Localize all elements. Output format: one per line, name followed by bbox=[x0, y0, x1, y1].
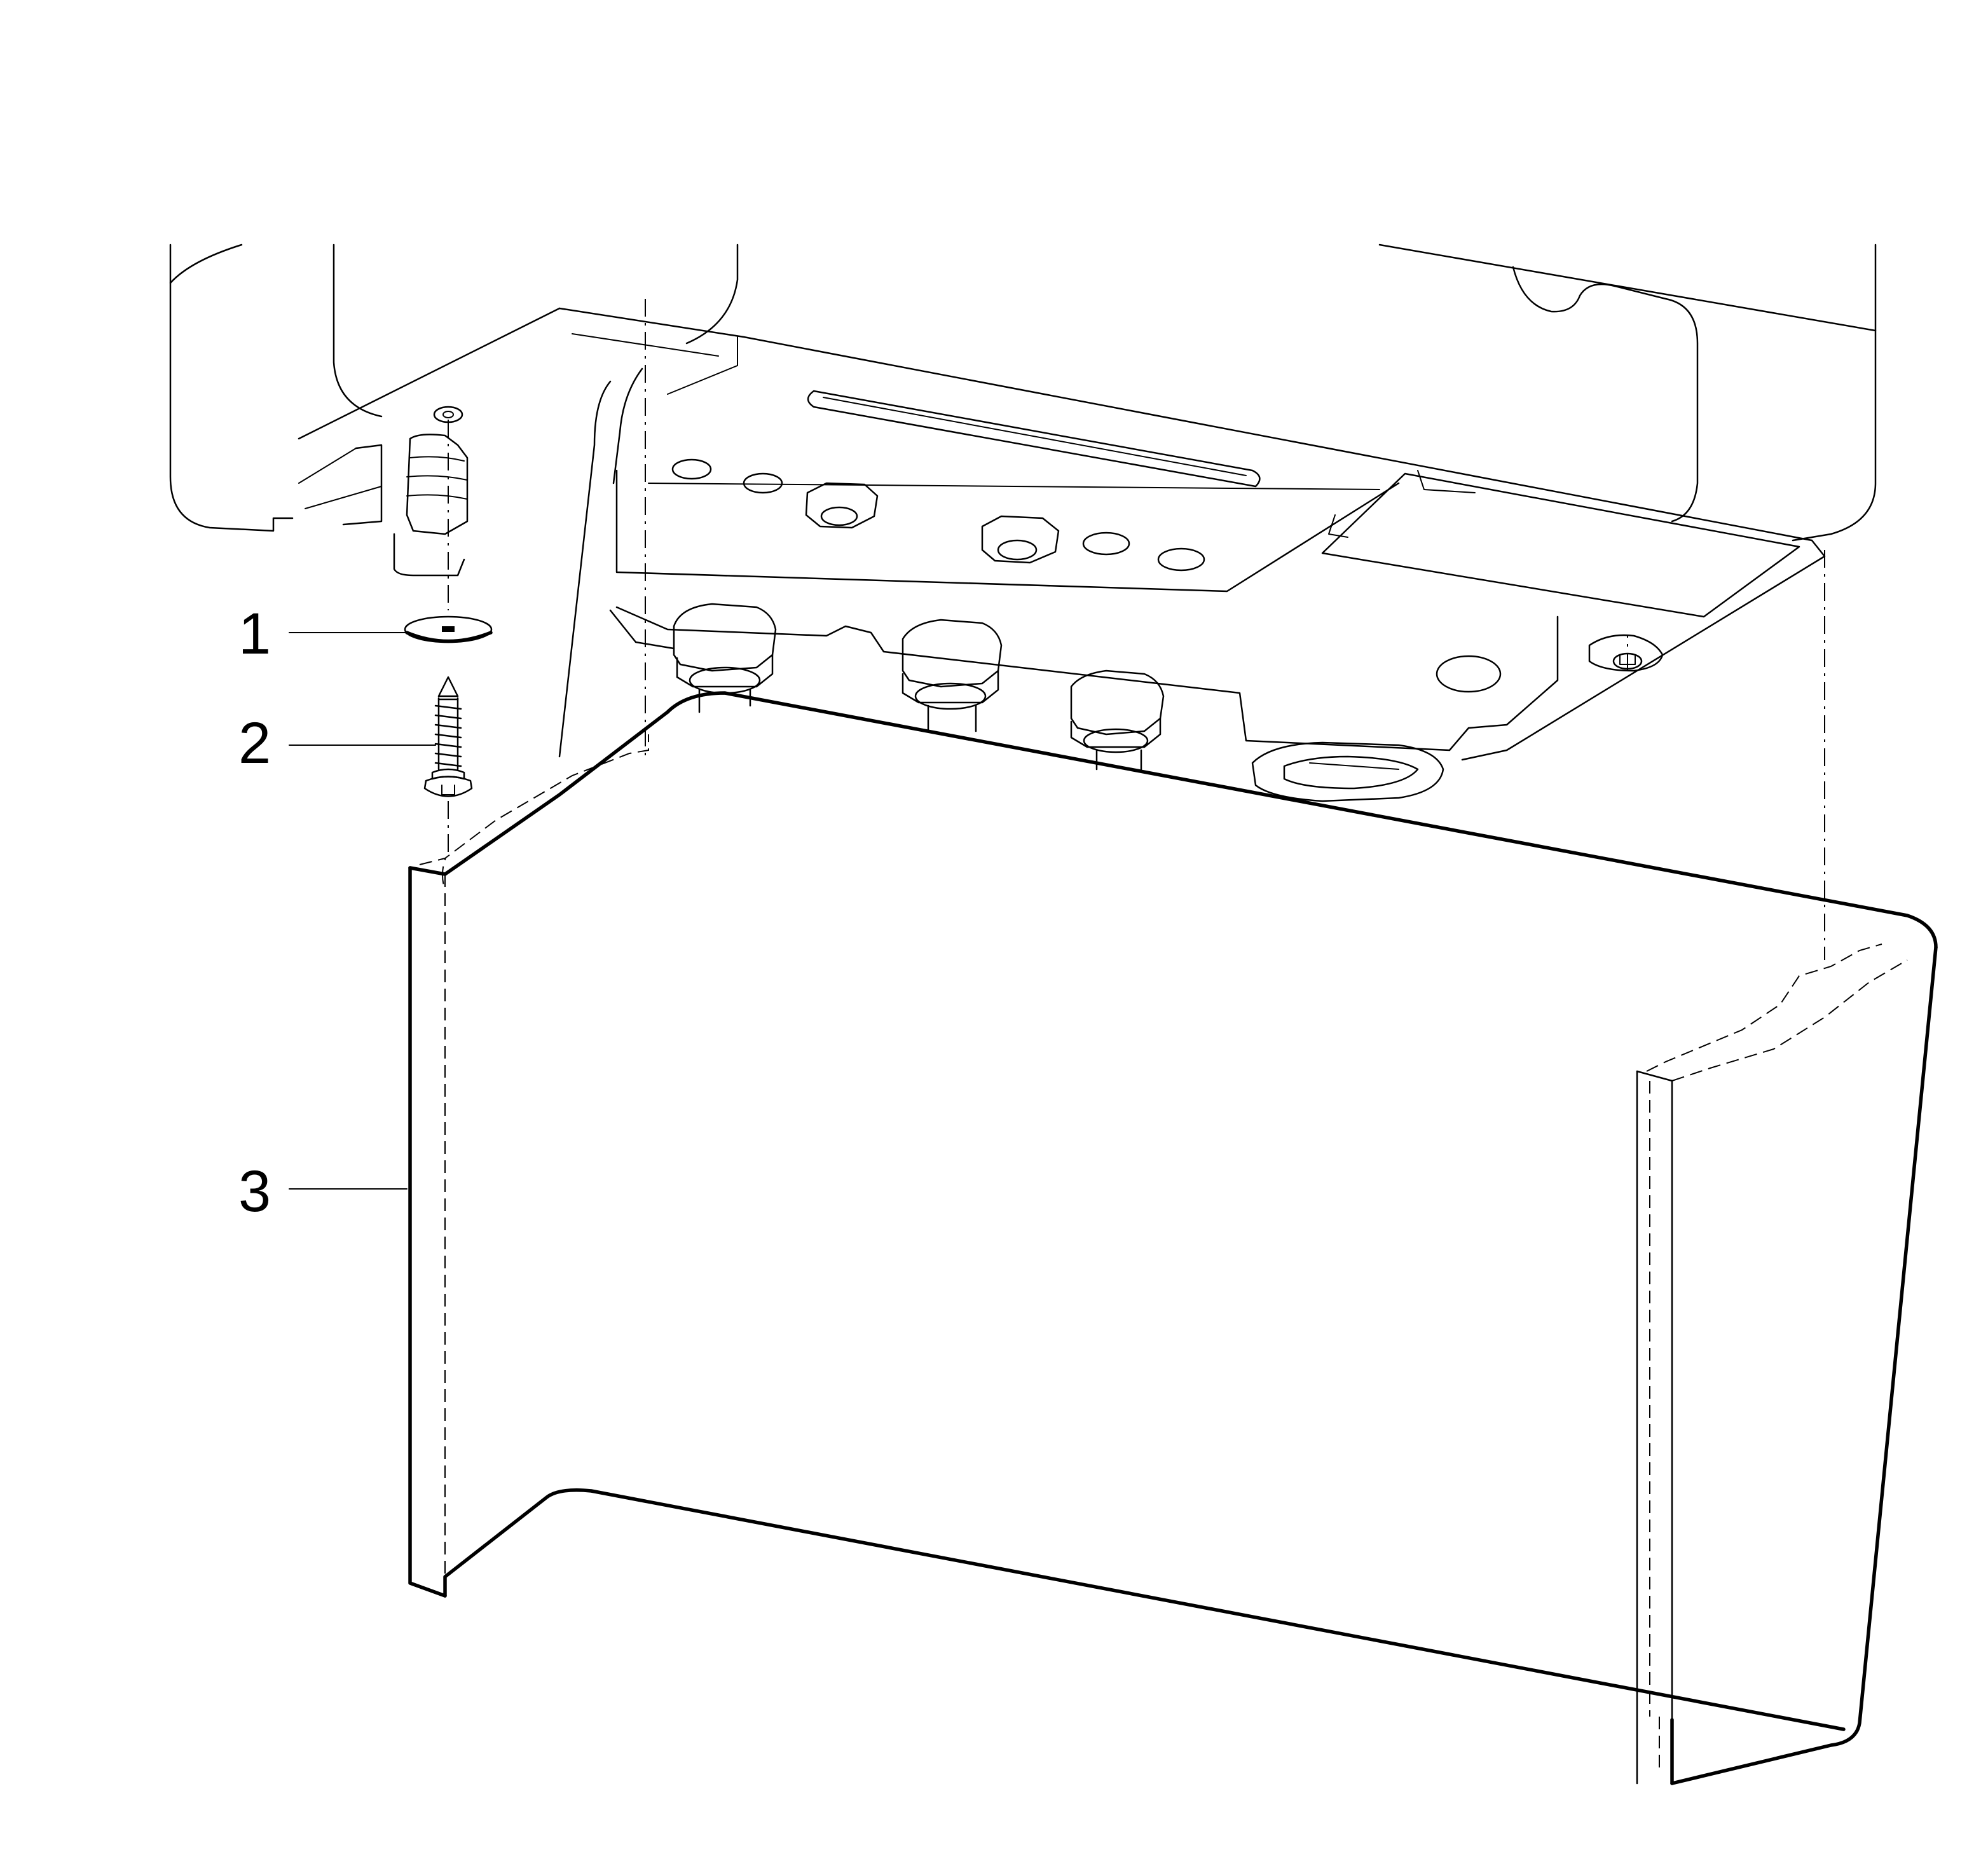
callout-3-label: 3 bbox=[238, 1159, 271, 1224]
callout-1: 1 bbox=[238, 601, 408, 666]
callout-1-label: 1 bbox=[238, 601, 271, 666]
assembly-guide-lines bbox=[442, 299, 1825, 960]
boiler-housing bbox=[169, 244, 1877, 761]
callout-2: 2 bbox=[238, 711, 436, 776]
part-2-screw bbox=[423, 676, 473, 797]
part-3-lower-cover bbox=[408, 691, 1938, 1785]
pipe-fittings bbox=[673, 603, 1444, 802]
callout-3: 3 bbox=[238, 1159, 408, 1224]
callout-2-label: 2 bbox=[238, 711, 271, 776]
part-1-washer bbox=[404, 615, 493, 643]
